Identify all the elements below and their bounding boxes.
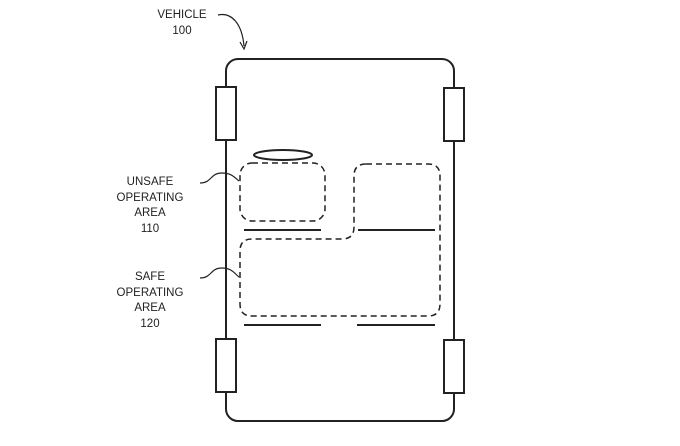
safe-label-line2: OPERATING — [116, 286, 184, 299]
wheel-front-left — [215, 86, 237, 141]
vehicle-label-ref: 100 — [172, 24, 192, 37]
unsafe-area-label: UNSAFE OPERATING AREA 110 — [95, 175, 205, 237]
wheel-rear-left — [215, 338, 237, 393]
vehicle-label-name: VEHICLE — [157, 9, 207, 21]
vehicle-body — [225, 58, 455, 422]
unsafe-label-line1: UNSAFE — [126, 176, 174, 188]
vehicle-arrowhead — [239, 40, 248, 51]
unsafe-leader-line — [199, 172, 240, 184]
safe-label-line3: AREA — [134, 302, 166, 314]
unsafe-operating-area — [239, 162, 326, 222]
unsafe-label-ref: 110 — [140, 222, 160, 235]
unsafe-label-line2: OPERATING — [116, 191, 184, 204]
safe-operating-area — [239, 163, 441, 317]
wheel-front-right — [443, 87, 465, 142]
wheel-rear-right — [443, 339, 465, 394]
vehicle-label: VEHICLE 100 — [127, 8, 237, 39]
safe-label-ref: 120 — [140, 317, 160, 330]
safe-label-line1: SAFE — [134, 271, 166, 283]
safe-area-label: SAFE OPERATING AREA 120 — [95, 270, 205, 332]
steering-wheel — [253, 149, 313, 161]
safe-leader-line — [199, 267, 240, 279]
vehicle-arrow — [217, 13, 245, 47]
unsafe-label-line3: AREA — [134, 207, 166, 219]
